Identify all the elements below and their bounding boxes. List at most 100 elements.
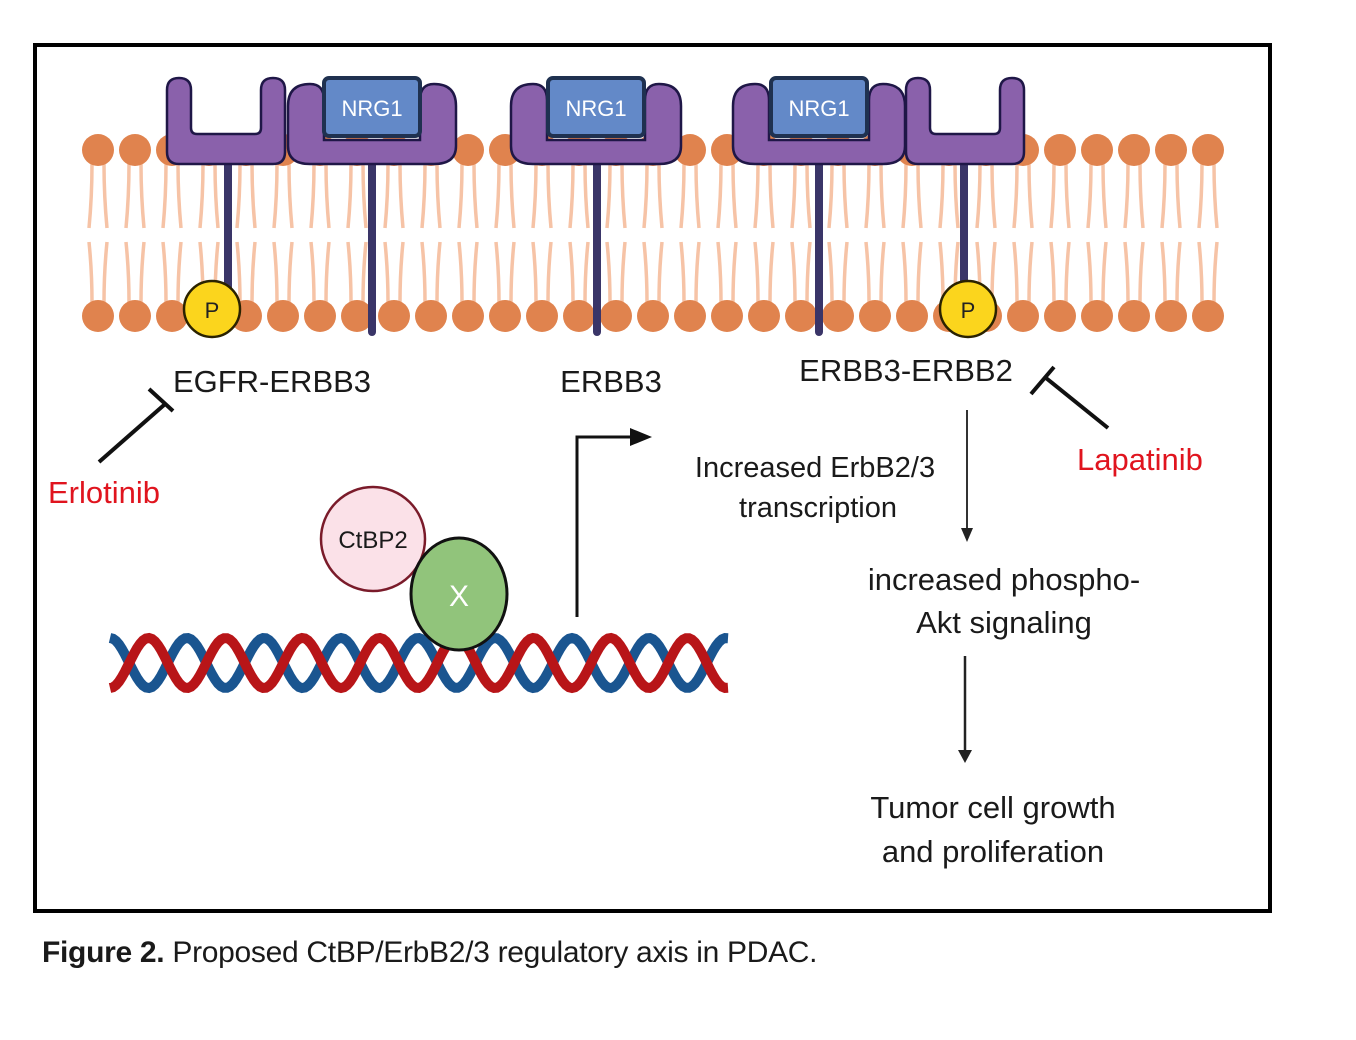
receptor-body [509,82,683,166]
lipid-tail [790,241,797,303]
lipid-tail [953,163,960,229]
lipid-tail [398,241,405,303]
lipid-tail [694,241,701,303]
lipid-head [1044,134,1076,166]
lipid-tail [102,163,109,229]
receptor-unit: NRG1 [286,76,458,336]
lipid-head [526,300,558,332]
lipid-tail [87,241,94,303]
lipid-tail [805,163,812,229]
dna-strand-blue [108,632,729,694]
lipid-tail [457,241,464,303]
lipid-tail [1049,163,1056,229]
lipid-tail [753,163,760,229]
receptor-body [165,76,287,166]
lipid-tail [1197,163,1204,229]
lipid-tail [1212,163,1219,229]
ctbp2-protein: CtBP2 [319,485,427,593]
lipid-head [489,300,521,332]
lipid-head [1118,134,1150,166]
lipid-head [674,300,706,332]
lipid-tail [620,241,627,303]
lipid-tail [916,163,923,229]
lipid-tail [346,241,353,303]
lipid-tail [716,241,723,303]
lipid-tail [642,163,649,229]
pathway-step-1-line-2: transcription [739,492,897,524]
lipid-tail [768,241,775,303]
lipid-head [82,300,114,332]
lipid-tail [124,163,131,229]
lipid-tail [1175,163,1182,229]
lipid-tail [272,241,279,303]
pathway-step-2-line-2: Akt signaling [916,605,1092,640]
transcription-start-arrow [575,428,652,617]
lipid-tail [509,163,516,229]
lipid-tail [139,241,146,303]
lipid-tail [1086,163,1093,229]
lipid-tail [309,163,316,229]
lipid-tail [1027,163,1034,229]
lipid-tail [531,163,538,229]
lipid-tail [901,163,908,229]
erlotinib-inhibition-arrow [97,387,175,464]
pathway-arrow-1 [961,410,973,542]
lipid-tail [198,163,205,229]
lipid-tail [272,163,279,229]
receptor-unit: P [904,76,1026,339]
receptor-label-egfr-erbb3: EGFR-ERBB3 [173,364,371,399]
lipid-tail [250,163,257,229]
caption-text: Proposed CtBP/ErbB2/3 regulatory axis in… [164,936,818,969]
lipid-head [119,300,151,332]
lipid-tail [361,163,368,229]
lipid-head [711,300,743,332]
lipid-head [82,134,114,166]
dna-strand-red [108,632,729,694]
lipid-head [1007,300,1039,332]
pathway-step-2-line-1: increased phospho- [868,562,1140,597]
lipid-tail [509,241,516,303]
lipid-tail [287,241,294,303]
lipid-tail [398,163,405,229]
pathway-step-1-line-1: Increased ErbB2/3 [695,452,935,484]
lipid-tail [176,241,183,303]
x-protein: X [409,536,509,652]
lipid-tail [1049,241,1056,303]
receptor-unit: NRG1 [509,76,683,336]
lipid-tail [657,241,664,303]
lipid-tail [161,163,168,229]
nrg1-ligand-label: NRG1 [788,96,849,121]
lipid-tail [879,163,886,229]
lipid-tail [768,163,775,229]
lipid-tail [139,163,146,229]
lipid-tail [568,241,575,303]
lipid-tail [161,241,168,303]
lipid-head [1155,134,1187,166]
lipid-tail [731,241,738,303]
lipid-tail [1086,241,1093,303]
phosphate-label: P [205,298,220,323]
lipid-head [600,300,632,332]
lipid-tail [583,163,590,229]
lipid-head [563,300,595,332]
lipid-head [378,300,410,332]
lipid-tail [250,241,257,303]
lipid-tail [457,163,464,229]
lipid-tail [1012,163,1019,229]
lipid-tail [435,241,442,303]
lipid-tail [1160,163,1167,229]
lipid-head [748,300,780,332]
lipid-tail [1027,241,1034,303]
lipid-tail [568,163,575,229]
lipid-head [859,300,891,332]
lipid-tail [1160,241,1167,303]
lipid-tail [605,241,612,303]
lipid-tail [1101,241,1108,303]
lipid-tail [583,241,590,303]
lipid-tail [990,163,997,229]
receptor-label-erbb3-erbb2: ERBB3-ERBB2 [799,353,1013,388]
lipid-tail [1101,163,1108,229]
lipid-tail [864,241,871,303]
lipid-tail [1064,163,1071,229]
